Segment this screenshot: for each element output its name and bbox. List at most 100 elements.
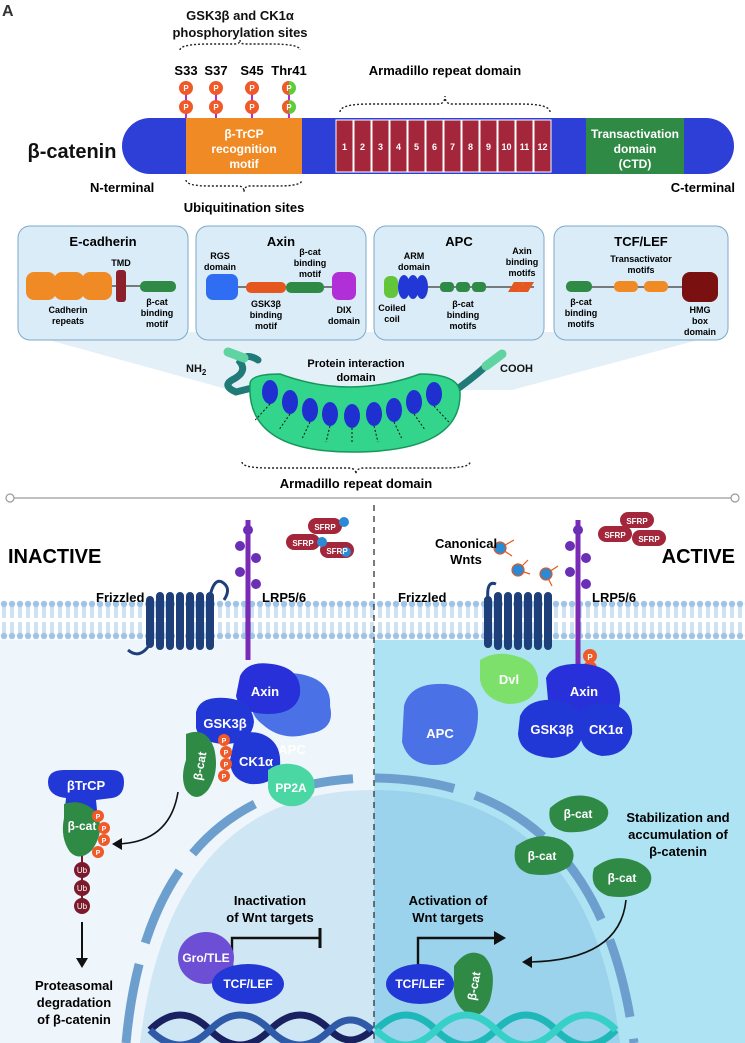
- activation-line2: Wnt targets: [412, 910, 484, 925]
- stab-line2: accumulation of: [628, 827, 728, 842]
- site-s33: S33: [174, 63, 197, 78]
- ec-binding: binding: [141, 308, 174, 318]
- bcat-nuclear: [453, 952, 493, 1016]
- repeat-8: [461, 119, 480, 173]
- tcf-transactivator-motifs: motifs: [628, 265, 655, 275]
- repeat-10: [497, 119, 516, 173]
- repeat-1: [335, 119, 354, 173]
- pid-line2: domain: [336, 372, 375, 384]
- apc-axin-motifs: motifs: [509, 268, 536, 278]
- repeat-3: [371, 119, 390, 173]
- svg-text:P: P: [249, 84, 255, 93]
- ctd-line1: Transactivation: [591, 127, 679, 141]
- stab-line1: Stabilization and: [626, 810, 729, 825]
- svg-text:SFRP: SFRP: [314, 523, 336, 532]
- destruction-complex: Axin APC GSK3β CK1α PP2A β-cat P P P P: [183, 663, 332, 807]
- armadillo-structure: NH2 COOH Protein interaction domain Arma…: [186, 347, 533, 491]
- svg-text:P: P: [183, 84, 189, 93]
- svg-text:P: P: [222, 774, 227, 781]
- apc-bcat: β-cat: [452, 299, 474, 309]
- partner-title-apc: APC: [445, 234, 473, 249]
- panel-label-a: A: [2, 3, 14, 20]
- svg-text:P: P: [102, 826, 107, 833]
- bcat-complex: β-cat: [191, 751, 210, 782]
- bcat-degraded: β-cat: [68, 819, 97, 833]
- svg-text:P: P: [224, 750, 229, 757]
- partner-axin: Axin RGS domain β-cat binding motif GSK3…: [195, 225, 367, 341]
- svg-text:SFRP: SFRP: [638, 535, 660, 544]
- accumulated-bcat: β-cat β-cat β-cat: [514, 795, 652, 897]
- grotle: [178, 932, 234, 984]
- svg-text:P: P: [249, 103, 255, 112]
- apc-inactive: APC: [278, 742, 306, 757]
- arm-helix-7: [386, 398, 402, 422]
- arm-helix-5: [344, 404, 360, 428]
- apc-arm: ARM: [404, 251, 425, 261]
- active-title: ACTIVE: [662, 546, 735, 568]
- frizzled-label-inactive: Frizzled: [96, 590, 144, 605]
- phospho-title-2: phosphorylation sites: [172, 25, 307, 40]
- repeat-label-4: 4: [396, 142, 401, 152]
- lrp-p1: [583, 649, 597, 663]
- nh2-label: NH2: [186, 363, 207, 377]
- svg-text:P: P: [183, 103, 189, 112]
- proteasomal-line2: degradation: [37, 995, 111, 1010]
- tcflef-inactive: [212, 964, 284, 1004]
- btrcp-label: βTrCP: [67, 778, 106, 793]
- svg-text:P: P: [213, 103, 219, 112]
- axin-active: Axin: [570, 684, 598, 699]
- axin-bcat-binding: binding: [294, 258, 327, 268]
- ec-motif: motif: [146, 319, 169, 329]
- bcat-acc-2: β-cat: [528, 849, 557, 863]
- inactivation-line2: of Wnt targets: [226, 910, 313, 925]
- lrp-label-inactive: LRP5/6: [262, 590, 306, 605]
- cooh-label: COOH: [500, 363, 533, 375]
- tcflef-inactive-label: TCF/LEF: [223, 977, 272, 991]
- svg-text:P: P: [222, 738, 227, 745]
- repeat-label-1: 1: [342, 142, 347, 152]
- pid-line1: Protein interaction: [307, 358, 404, 370]
- axin-inactive: Axin: [251, 684, 279, 699]
- axin-bcat: β-cat: [299, 247, 321, 257]
- repeat-label-10: 10: [501, 142, 511, 152]
- complex-phospho: P P P P: [218, 734, 232, 782]
- ub-3: Ub: [77, 902, 88, 911]
- phospho-title-1: GSK3β and CK1α: [186, 8, 294, 23]
- stab-line3: β-catenin: [649, 844, 707, 859]
- btrcp-group: βTrCP β-cat P P P P Ub Ub Ub Proteasomal…: [35, 770, 124, 1027]
- ec-bcat: β-cat: [146, 297, 168, 307]
- apc-bcat-binding: binding: [447, 310, 480, 320]
- arm-helix-2: [282, 390, 298, 414]
- svg-text:P: P: [286, 84, 292, 93]
- repeat-label-5: 5: [414, 142, 419, 152]
- axin-bcat-motif: motif: [299, 269, 322, 279]
- partner-funnel: [20, 332, 728, 390]
- axin-gsk: GSK3β: [251, 299, 282, 309]
- repeat-label-9: 9: [486, 142, 491, 152]
- nuclear-envelope: [121, 773, 639, 1043]
- partner-title-ecadherin: E-cadherin: [69, 234, 136, 249]
- activation-line1: Activation of: [409, 893, 488, 908]
- pp2a-label: PP2A: [275, 781, 307, 795]
- ctd-line3: (CTD): [619, 157, 652, 171]
- bcat-nuclear-label: β-cat: [465, 971, 484, 1002]
- repeat-label-12: 12: [537, 142, 547, 152]
- repeat-7: [443, 119, 462, 173]
- c-terminal: C-terminal: [671, 180, 735, 195]
- tcf-bcat: β-cat: [570, 297, 592, 307]
- apc-axin: Axin: [512, 246, 532, 256]
- ub-2: Ub: [77, 884, 88, 893]
- phospho-sites: S33 S37 S45 Thr41: [174, 63, 306, 78]
- ec-repeats: repeats: [52, 316, 84, 326]
- bcat-acc-3: β-cat: [608, 871, 637, 885]
- frizzled-active: Frizzled: [398, 581, 552, 650]
- site-thr41: Thr41: [271, 63, 306, 78]
- arm-helix-4: [322, 402, 338, 426]
- arrow-to-btrcp: [117, 791, 179, 845]
- arm-link-3: [301, 421, 311, 439]
- trcp-line2: recognition: [211, 142, 276, 156]
- lrp-active: LRP5/6 P P: [565, 520, 636, 680]
- armadillo-title: Armadillo repeat domain: [369, 63, 521, 78]
- phospho-bracket: [179, 39, 301, 51]
